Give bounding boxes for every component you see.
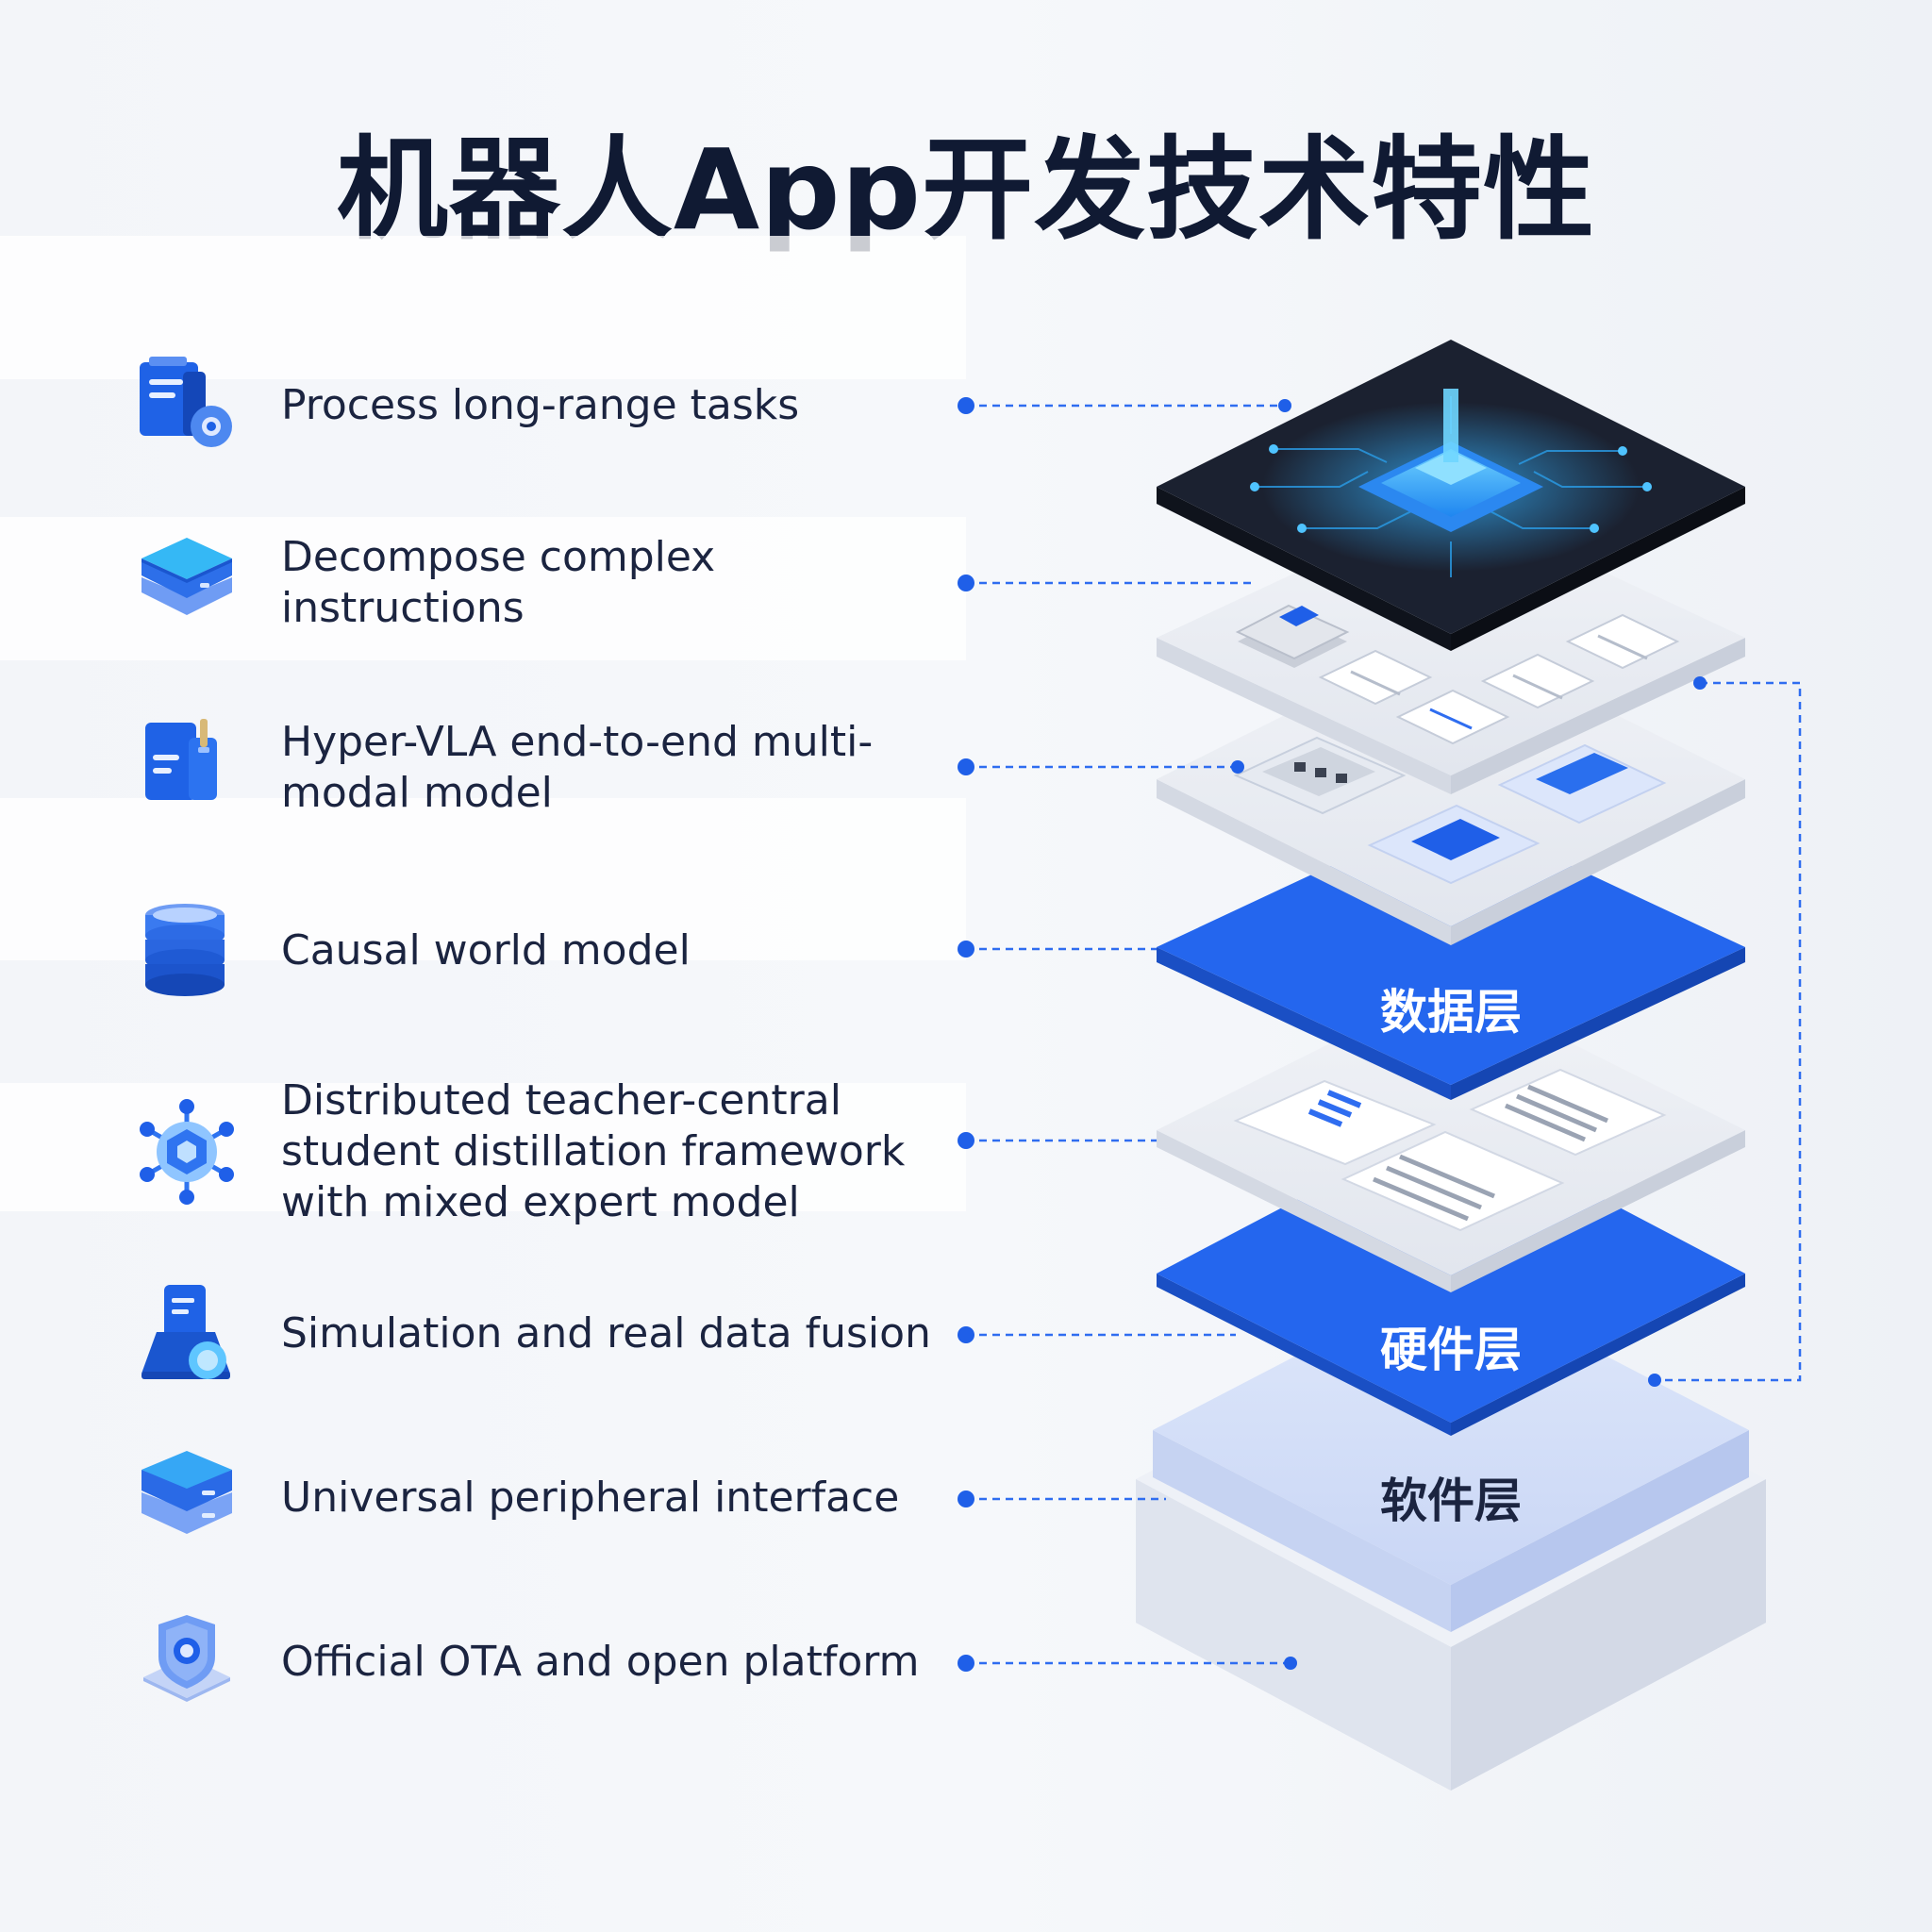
feature-item: Universal peripheral interface xyxy=(132,1443,981,1553)
hardware-module-icon xyxy=(1233,736,1407,815)
network-hub-icon xyxy=(132,1097,242,1207)
compute-chip-tier xyxy=(1157,340,1745,651)
row-band xyxy=(0,236,966,379)
feature-item: Official OTA and open platform xyxy=(132,1607,981,1717)
feature-label: Decompose complex instructions xyxy=(281,533,716,632)
feature-label: Causal world model xyxy=(281,926,691,974)
document-card-icon xyxy=(1341,1130,1565,1232)
feature-item: Distributed teacher-central student dist… xyxy=(132,1075,981,1228)
files-icon xyxy=(132,713,242,823)
connector-lines xyxy=(966,404,1802,1665)
document-card-icon xyxy=(1469,1068,1667,1157)
feature-label: Hyper-VLA end-to-end multi-modal model xyxy=(281,718,874,817)
feature-item: Hyper-VLA end-to-end multi-modal model xyxy=(132,713,981,823)
feature-item: Process long-range tasks xyxy=(132,351,981,460)
feature-item: Causal world model xyxy=(132,896,981,1006)
feature-label: Distributed teacher-central student dist… xyxy=(281,1076,906,1226)
processor-chip-icon xyxy=(1358,389,1543,532)
server-box-icon xyxy=(132,1443,242,1553)
data-layer: 数据层 xyxy=(1157,809,1745,1100)
feature-label: Official OTA and open platform xyxy=(281,1638,920,1686)
stacked-boxes-icon xyxy=(1235,604,1350,668)
page-title: 机器人App开发技术特性 xyxy=(336,125,1596,255)
feature-item: Decompose complex instructions xyxy=(132,528,981,638)
circuit-node-icon xyxy=(1250,444,1652,533)
documents-tier xyxy=(1157,983,1745,1292)
document-gear-icon xyxy=(132,351,242,460)
data-layer-label: 数据层 xyxy=(1380,985,1522,1040)
software-layer-label: 软件层 xyxy=(1380,1474,1522,1528)
feature-label: Simulation and real data fusion xyxy=(281,1309,931,1357)
shield-icon xyxy=(132,1607,242,1717)
hardware-layer-label: 硬件层 xyxy=(1380,1323,1522,1377)
feature-label: Process long-range tasks xyxy=(281,381,800,429)
chip-module-icon xyxy=(1367,804,1541,885)
feature-item: Simulation and real data fusion xyxy=(132,1279,981,1389)
grid-panel-icon xyxy=(1318,613,1680,745)
layers-stack-icon xyxy=(132,528,242,638)
database-icon xyxy=(132,896,242,1006)
chip-module-icon xyxy=(1497,743,1667,824)
flask-document-icon xyxy=(132,1279,242,1389)
feature-label: Universal peripheral interface xyxy=(281,1474,900,1522)
connector-dots xyxy=(958,397,1707,1672)
document-card-icon xyxy=(1233,1079,1437,1166)
